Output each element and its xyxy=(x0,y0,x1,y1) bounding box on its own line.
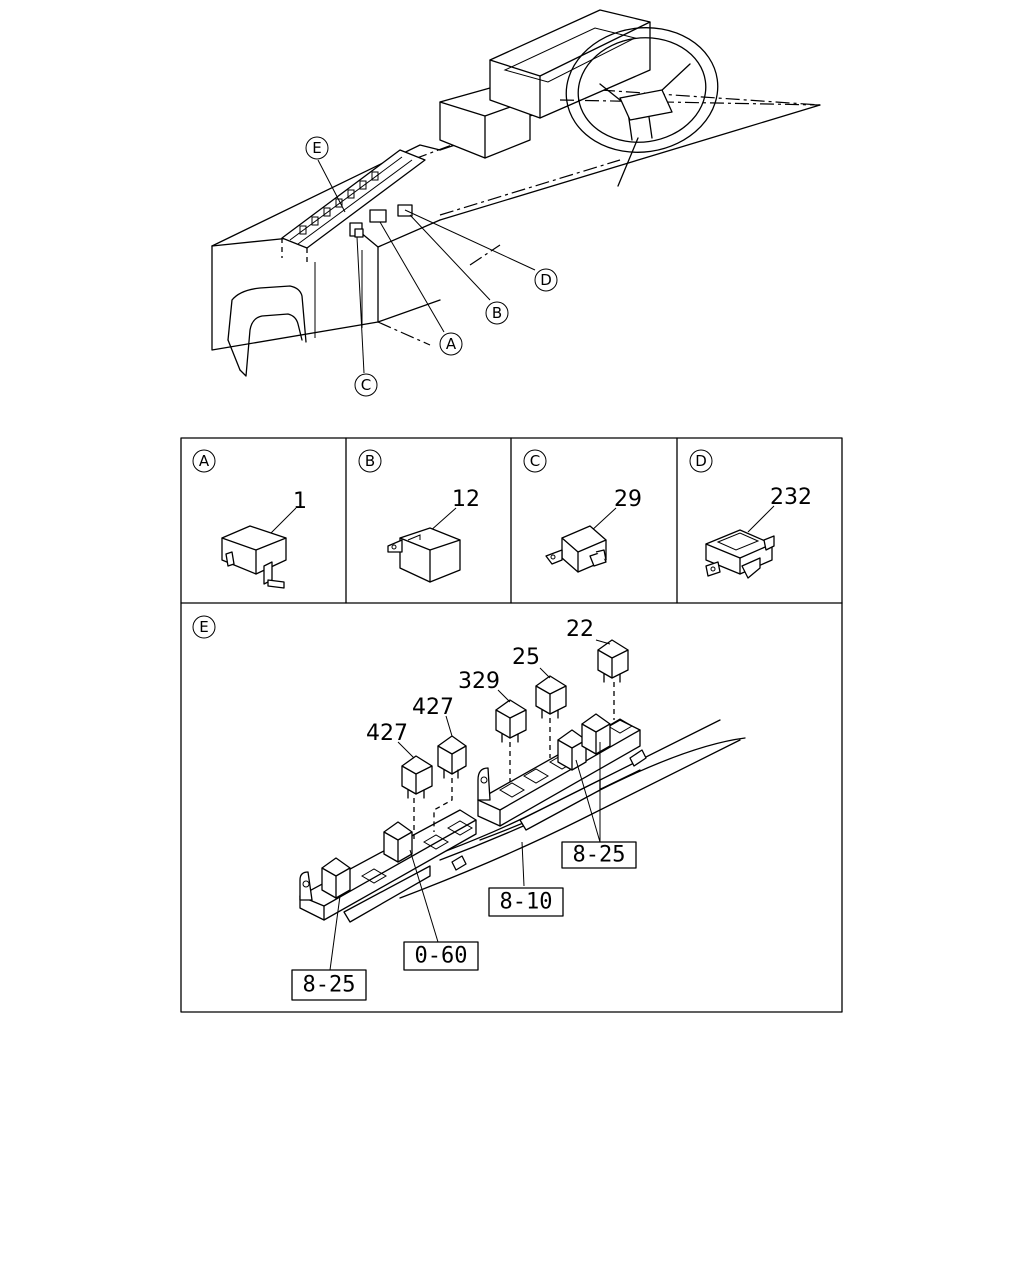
part-number-232: 232 xyxy=(770,485,812,510)
callout-d: D xyxy=(534,268,558,292)
relay-329-icon xyxy=(495,699,527,743)
svg-text:D: D xyxy=(540,271,552,289)
relay-232-icon xyxy=(705,529,775,579)
svg-text:8-10: 8-10 xyxy=(500,890,553,915)
ref-box-0-60: 0-60 xyxy=(403,941,479,971)
svg-text:B: B xyxy=(492,304,502,322)
svg-text:E: E xyxy=(199,618,208,636)
part-number-25: 25 xyxy=(512,645,540,670)
installed-relay-icon xyxy=(383,821,413,863)
part-number-22: 22 xyxy=(566,617,594,642)
callout-c: C xyxy=(354,373,378,397)
relay-427-a-icon xyxy=(401,755,433,799)
svg-text:C: C xyxy=(530,452,540,470)
panel-b: B 12 xyxy=(358,449,480,583)
installed-relay-icon xyxy=(581,713,611,755)
panel-d: D 232 xyxy=(689,449,812,579)
part-number-12: 12 xyxy=(452,487,480,512)
callout-b: B xyxy=(485,301,509,325)
svg-text:8-25: 8-25 xyxy=(573,843,626,868)
relay-427-b-icon xyxy=(437,735,467,779)
dashboard-overview xyxy=(211,9,821,377)
relay-22-icon xyxy=(597,639,629,683)
ref-box-8-25-upper: 8-25 xyxy=(561,841,637,869)
part-number-329: 329 xyxy=(458,669,500,694)
svg-text:C: C xyxy=(361,376,371,394)
installed-relay-icon xyxy=(321,857,351,899)
relay-12-icon xyxy=(387,527,461,583)
overview-leaders xyxy=(317,159,536,374)
detail-frame xyxy=(180,437,843,1013)
ref-box-8-10: 8-10 xyxy=(488,887,564,917)
svg-text:A: A xyxy=(199,452,210,470)
svg-text:0-60: 0-60 xyxy=(415,944,468,969)
svg-text:B: B xyxy=(365,452,375,470)
svg-text:8-25: 8-25 xyxy=(303,973,356,998)
part-number-427-b: 427 xyxy=(412,695,454,720)
installed-relay-icon xyxy=(557,729,587,771)
part-number-427-a: 427 xyxy=(366,721,408,746)
panel-a: A 1 xyxy=(192,449,307,589)
part-number-1: 1 xyxy=(293,489,307,514)
ref-box-8-25-lower: 8-25 xyxy=(291,969,367,1001)
relay-25-icon xyxy=(535,675,567,719)
relay-29-icon xyxy=(545,525,607,573)
svg-text:D: D xyxy=(695,452,707,470)
part-number-29: 29 xyxy=(614,487,642,512)
svg-text:A: A xyxy=(446,335,457,353)
callout-e: E xyxy=(305,136,329,160)
relay-1-icon xyxy=(221,525,287,589)
callout-a: A xyxy=(439,332,463,356)
panel-c: C 29 xyxy=(523,449,642,573)
detail-e: E xyxy=(192,615,746,1001)
svg-text:E: E xyxy=(312,139,321,157)
